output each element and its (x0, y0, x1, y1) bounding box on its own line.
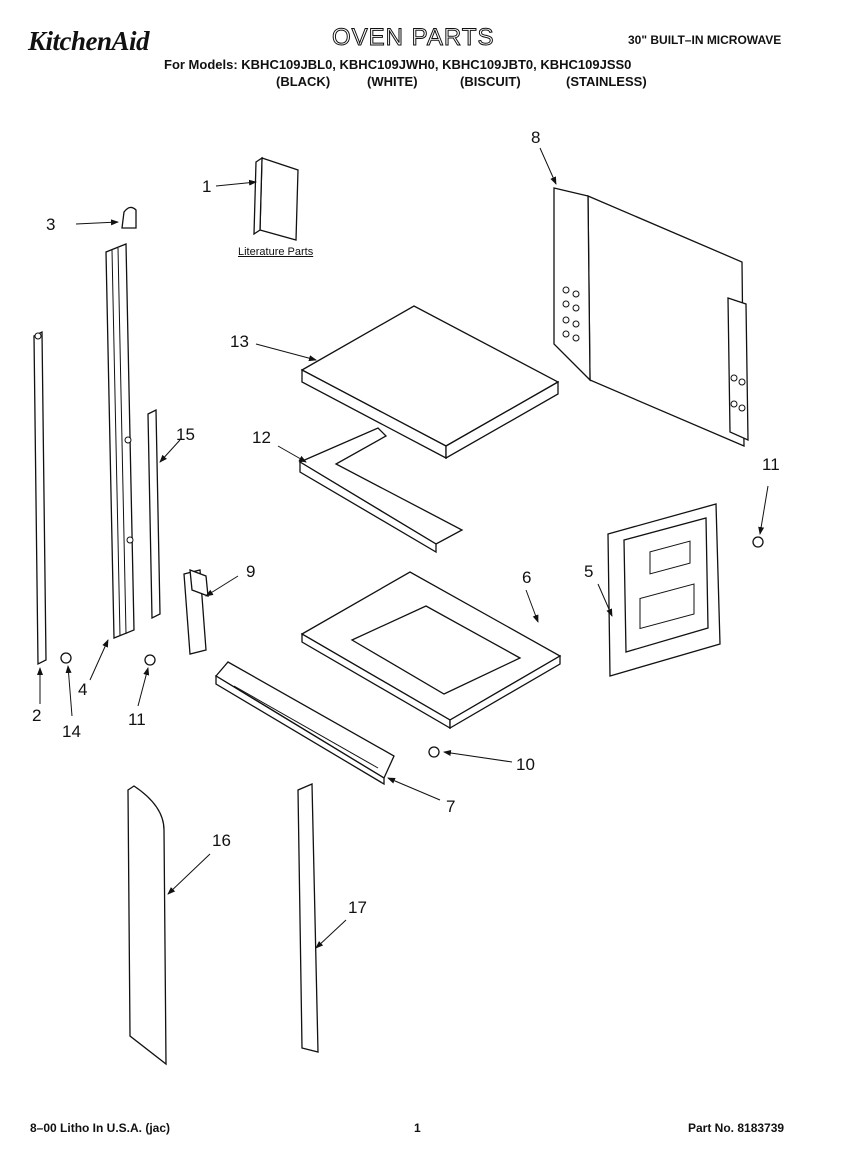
brand-logo: KitchenAid (28, 26, 150, 56)
callout-10: 10 (516, 755, 535, 774)
callout-1: 1 (202, 177, 212, 196)
part-bottom-tray (300, 571, 562, 730)
color-white: (WHITE) (367, 74, 418, 89)
callout-8: 8 (531, 128, 541, 147)
part-front-trim-bar (215, 661, 395, 786)
callout-2: 2 (32, 706, 42, 725)
callout-17: 17 (348, 898, 367, 917)
product-subtitle: 30" BUILT–IN MICROWAVE (628, 33, 782, 47)
part-large-side-panel (127, 785, 167, 1066)
callout-6: 6 (522, 568, 532, 587)
callout-13: 13 (230, 332, 249, 351)
callout-4: 4 (78, 680, 88, 699)
part-side-panel (553, 187, 749, 447)
callout-12: 12 (252, 428, 271, 447)
part-top-panel (300, 305, 560, 460)
part-narrow-strip (147, 408, 161, 620)
callout-11-rear: 11 (762, 455, 780, 474)
print-info: 8–00 Litho In U.S.A. (jac) (30, 1121, 171, 1135)
callout-3: 3 (46, 215, 56, 234)
callout-14: 14 (62, 722, 81, 741)
callout-11-bracket: 11 (128, 710, 146, 729)
color-stainless: (STAINLESS) (566, 74, 647, 89)
part-slim-vertical-trim (297, 783, 319, 1053)
color-biscuit: (BISCUIT) (460, 74, 521, 89)
part-l-insulation (298, 427, 464, 554)
part-clip (121, 206, 137, 229)
model-list: For Models: KBHC109JBL0, KBHC109JWH0, KB… (164, 57, 632, 72)
part-vertical-rod (33, 330, 47, 666)
callout-9: 9 (246, 562, 256, 581)
callout-15: 15 (176, 425, 195, 444)
callout-7: 7 (446, 797, 456, 816)
page-number: 1 (414, 1121, 421, 1135)
screw-icons (60, 536, 764, 758)
color-black: (BLACK) (276, 74, 331, 89)
part-rear-plate (607, 503, 721, 677)
part-bracket (183, 569, 209, 655)
part-number: Part No. 8183739 (688, 1121, 785, 1135)
literature-parts-label: Literature Parts (238, 246, 314, 258)
callout-16: 16 (212, 831, 231, 850)
part-literature-booklet (253, 156, 299, 241)
page-title: OVEN PARTS (331, 24, 495, 52)
leader-lines (37, 147, 769, 949)
part-side-trim-channel (105, 243, 135, 639)
callout-5: 5 (584, 562, 594, 581)
side-panel-vents (562, 286, 746, 412)
